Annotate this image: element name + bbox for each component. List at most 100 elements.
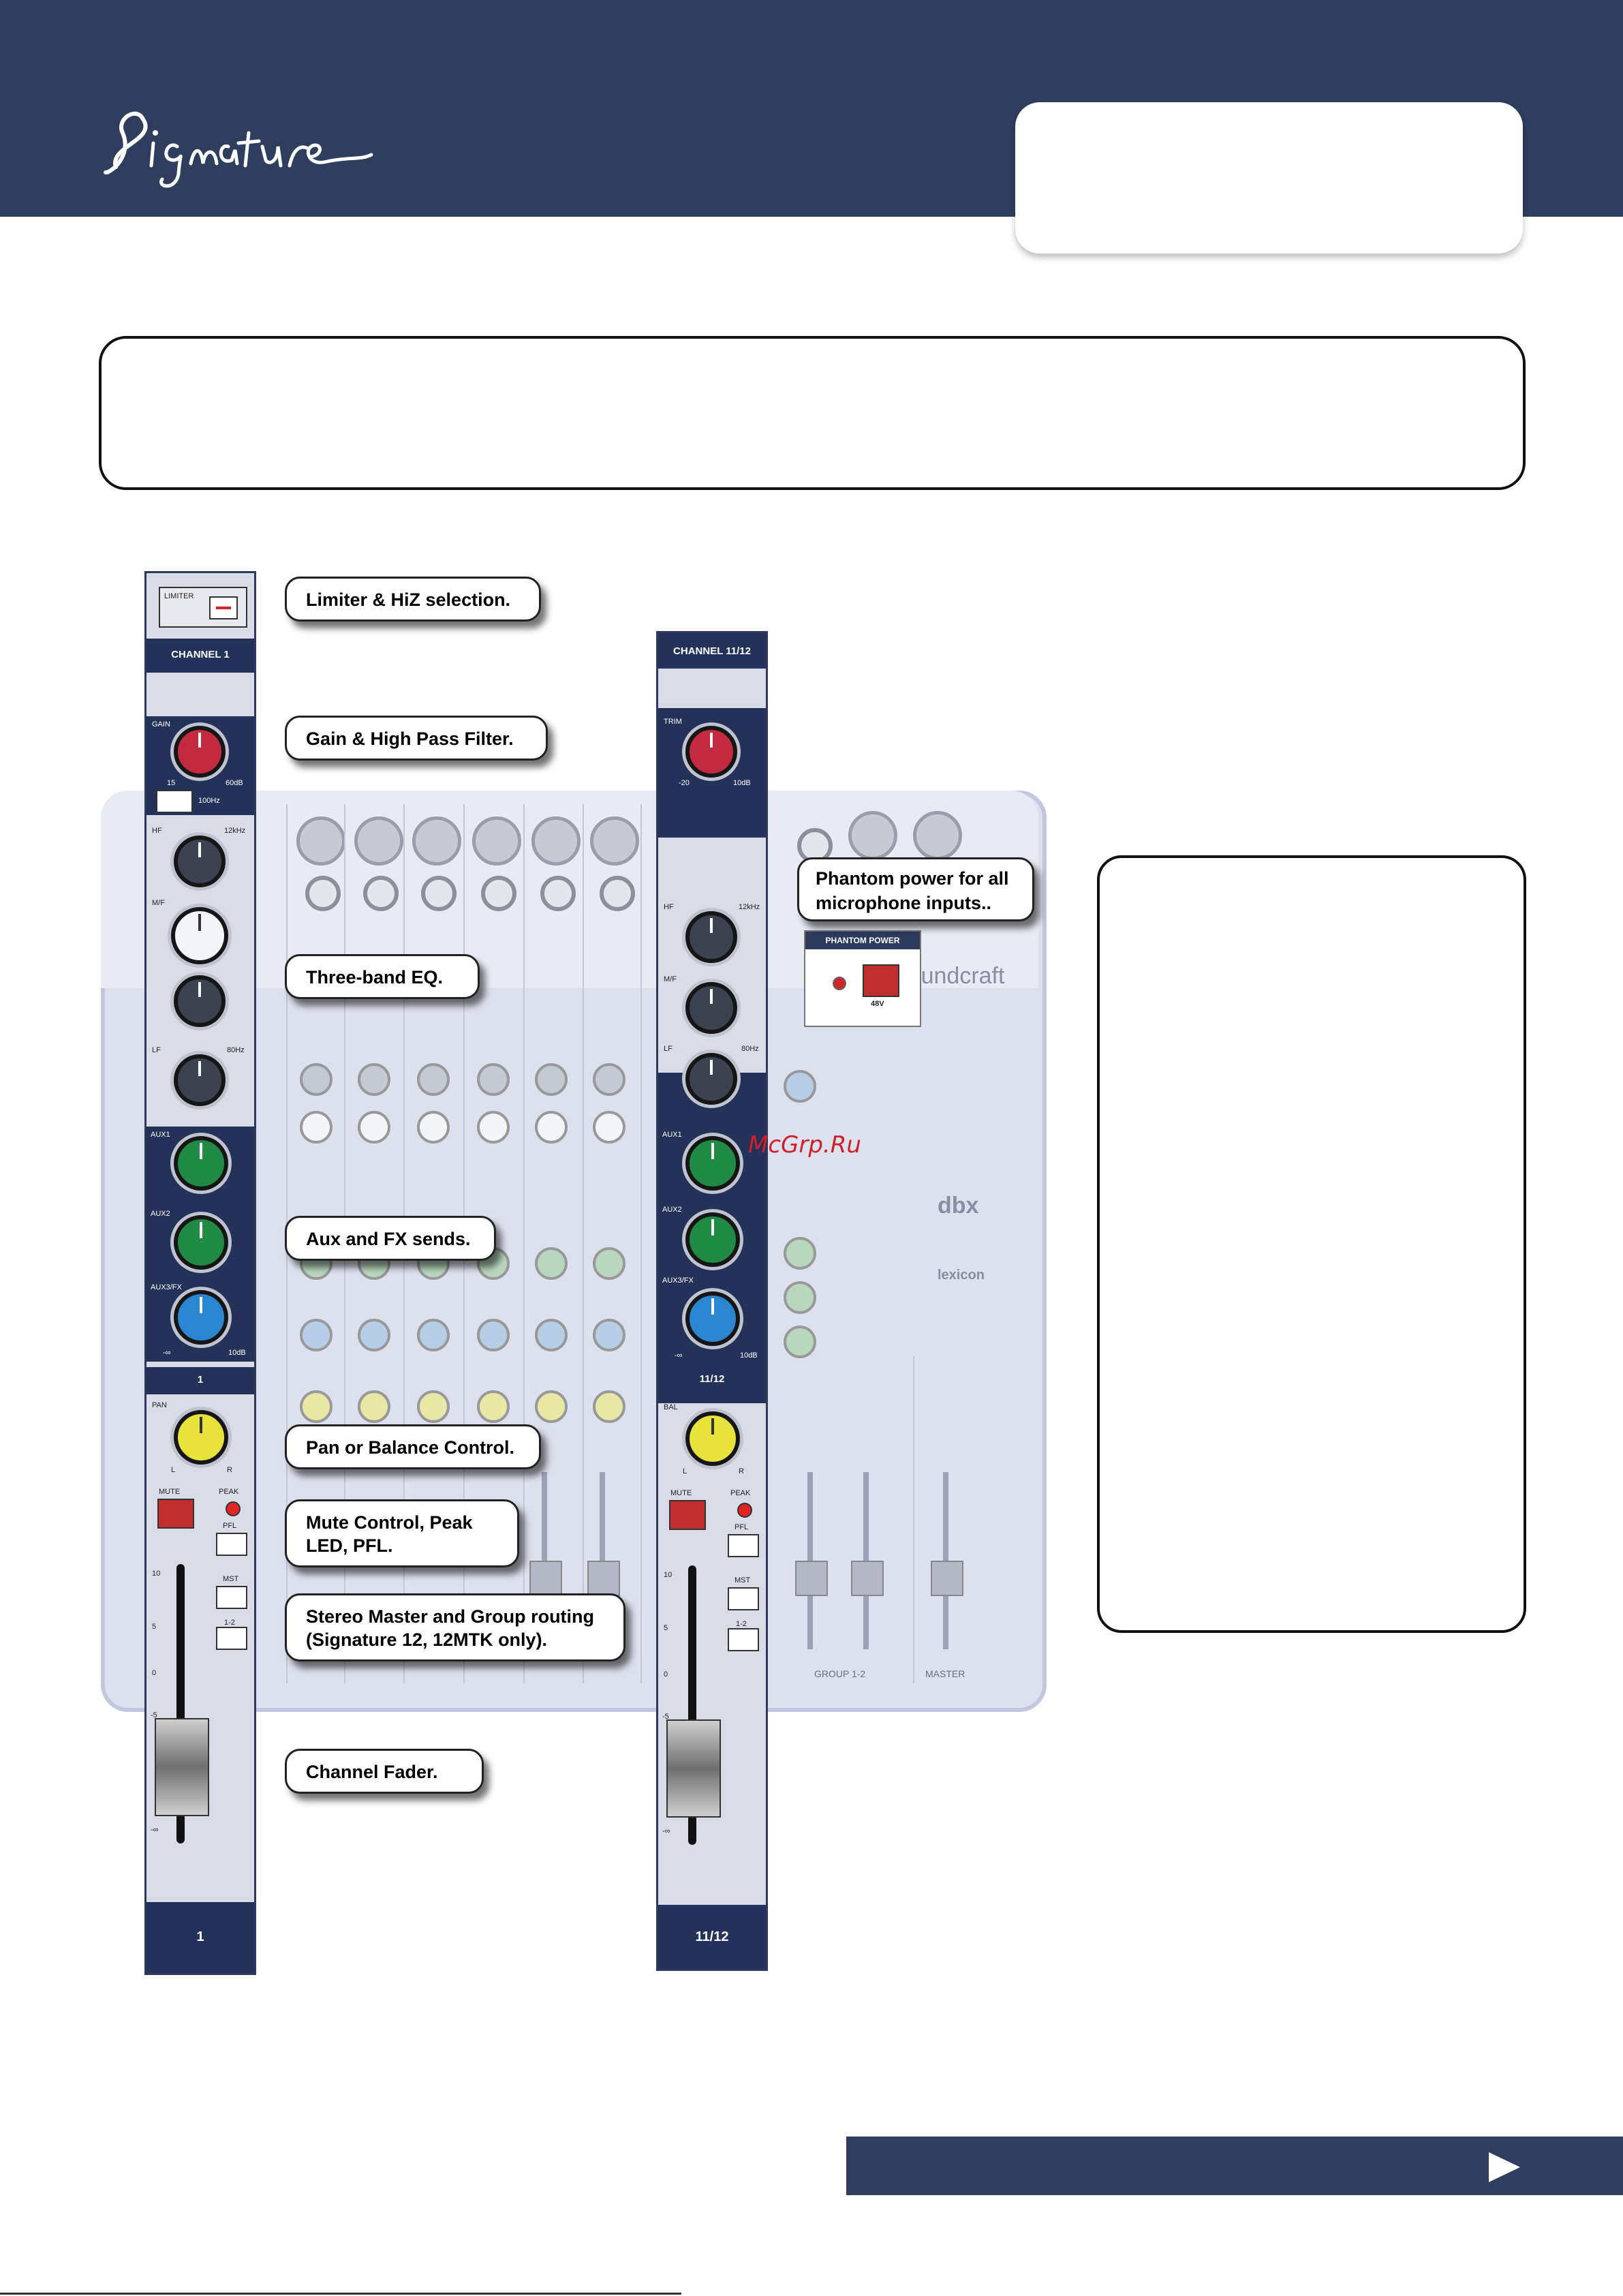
xlr-input-icon bbox=[472, 816, 521, 866]
bal-r-label: R bbox=[739, 1467, 744, 1475]
hf-label: HF bbox=[664, 903, 674, 911]
channel-1-header-label: CHANNEL 1 bbox=[171, 649, 230, 660]
mf-label: M/F bbox=[152, 899, 165, 907]
channel-11-12-header: CHANNEL 11/12 bbox=[658, 633, 766, 669]
mixer-knob bbox=[784, 1237, 816, 1270]
gain-label: GAIN bbox=[152, 720, 170, 729]
aux1-label: AUX1 bbox=[151, 1131, 170, 1139]
mf-eq-knob[interactable] bbox=[685, 982, 737, 1034]
aux2-knob[interactable] bbox=[174, 1215, 228, 1270]
mixer-group-label: GROUP 1-2 bbox=[814, 1668, 866, 1679]
pan-knob[interactable] bbox=[174, 1410, 228, 1465]
mixer-knob bbox=[300, 1390, 333, 1423]
phantom-48v-label: 48V bbox=[871, 1000, 884, 1008]
aux1-knob[interactable] bbox=[174, 1136, 228, 1191]
mute-label: MUTE bbox=[670, 1489, 692, 1497]
hf-freq-label: 12kHz bbox=[224, 827, 246, 835]
trim-max-label: 10dB bbox=[733, 779, 751, 787]
mixer-knob bbox=[593, 1111, 625, 1144]
aux2-knob[interactable] bbox=[685, 1212, 740, 1267]
aux3-fx-knob[interactable] bbox=[685, 1291, 740, 1346]
xlr-input-icon bbox=[848, 811, 897, 860]
phantom-48v-button[interactable] bbox=[863, 964, 899, 997]
pan-label: PAN bbox=[152, 1401, 167, 1409]
mixer-knob bbox=[535, 1063, 568, 1096]
aux3-fx-knob[interactable] bbox=[174, 1290, 228, 1345]
trim-label: TRIM bbox=[664, 718, 682, 726]
column-divider bbox=[640, 804, 642, 1683]
callout-phantom: Phantom power for all microphone inputs.… bbox=[797, 857, 1034, 921]
callout-aux: Aux and FX sends. bbox=[285, 1216, 496, 1261]
group-1-2-routing-button[interactable] bbox=[216, 1627, 247, 1650]
callout-fader: Channel Fader. bbox=[285, 1749, 484, 1794]
next-page-arrow-icon[interactable] bbox=[1489, 2152, 1520, 2182]
channel-fader-cap[interactable] bbox=[155, 1718, 209, 1816]
mixer-knob bbox=[300, 1111, 333, 1144]
limiter-switch[interactable]: LIMITER bbox=[159, 587, 247, 628]
jack-input-icon bbox=[305, 876, 341, 911]
phantom-power-panel: PHANTOM POWER 48V bbox=[804, 930, 921, 1027]
mixer-knob bbox=[593, 1390, 625, 1423]
mixer-fader-cap bbox=[851, 1561, 884, 1596]
jack-input-icon bbox=[540, 876, 576, 911]
xlr-input-icon bbox=[590, 816, 639, 866]
mute-button[interactable] bbox=[669, 1500, 706, 1530]
mf-freq-knob[interactable] bbox=[171, 907, 228, 964]
channel-1-number: 1 bbox=[197, 1374, 204, 1386]
mixer-knob bbox=[300, 1063, 333, 1096]
pfl-button[interactable] bbox=[728, 1534, 759, 1557]
group-1-2-label: 1-2 bbox=[224, 1619, 235, 1627]
gain-min-label: 15 bbox=[167, 779, 176, 787]
gain-knob[interactable] bbox=[174, 726, 226, 778]
intro-box bbox=[99, 336, 1526, 490]
mixer-knob bbox=[358, 1063, 390, 1096]
hpf-button[interactable] bbox=[156, 790, 193, 813]
mixer-knob bbox=[535, 1319, 568, 1351]
mst-routing-button[interactable] bbox=[216, 1586, 247, 1609]
xlr-input-icon bbox=[412, 816, 461, 866]
aux1-knob[interactable] bbox=[685, 1136, 740, 1191]
mst-label: MST bbox=[223, 1575, 239, 1583]
mst-routing-button[interactable] bbox=[728, 1587, 759, 1610]
channel-fader-cap[interactable] bbox=[666, 1719, 721, 1818]
mixer-knob bbox=[535, 1111, 568, 1144]
callout-eq: Three-band EQ. bbox=[285, 954, 480, 999]
mixer-knob bbox=[358, 1390, 390, 1423]
mf-gain-knob[interactable] bbox=[174, 975, 226, 1027]
channel-1-footer: 1 bbox=[146, 1902, 254, 1973]
limiter-led-button[interactable] bbox=[209, 596, 238, 619]
aux-max-label: 10dB bbox=[228, 1349, 246, 1357]
pfl-label: PFL bbox=[223, 1522, 237, 1530]
balance-knob[interactable] bbox=[685, 1411, 740, 1466]
callout-mute: Mute Control, Peak LED, PFL. bbox=[285, 1499, 519, 1567]
pfl-button[interactable] bbox=[216, 1533, 247, 1556]
mixer-knob bbox=[593, 1319, 625, 1351]
channel-1-strip: LIMITER CHANNEL 1 GAIN 15 60dB 100Hz HF … bbox=[144, 571, 256, 1975]
fader-scale-0: 0 bbox=[152, 1669, 157, 1677]
group-1-2-routing-button[interactable] bbox=[728, 1628, 759, 1651]
channel-1-footer-label: 1 bbox=[196, 1929, 204, 1944]
callout-routing: Stereo Master and Group routing (Signatu… bbox=[285, 1593, 625, 1662]
gain-section: GAIN 15 60dB 100Hz bbox=[146, 716, 254, 815]
mixer-knob bbox=[593, 1247, 625, 1280]
trim-knob[interactable] bbox=[685, 726, 737, 778]
lf-eq-knob[interactable] bbox=[685, 1053, 737, 1105]
mixer-knob bbox=[358, 1111, 390, 1144]
mixer-knob bbox=[535, 1247, 568, 1280]
channel-11-12-footer-label: 11/12 bbox=[695, 1929, 729, 1944]
aux-min-label: -∞ bbox=[675, 1351, 683, 1360]
mixer-knob bbox=[417, 1063, 450, 1096]
watermark-text: McGrp.Ru bbox=[748, 1131, 861, 1159]
mute-button[interactable] bbox=[157, 1499, 194, 1529]
lf-eq-knob[interactable] bbox=[174, 1054, 226, 1106]
mixer-fader-cap bbox=[529, 1561, 562, 1596]
xlr-input-icon bbox=[296, 816, 345, 866]
pan-l-label: L bbox=[171, 1466, 176, 1474]
channel-11-12-number: 11/12 bbox=[699, 1373, 725, 1385]
hf-eq-knob[interactable] bbox=[685, 911, 737, 963]
mf-label: M/F bbox=[664, 975, 677, 983]
mixer-knob bbox=[417, 1319, 450, 1351]
hf-eq-knob[interactable] bbox=[174, 836, 226, 887]
hf-label: HF bbox=[152, 827, 162, 835]
callout-limiter: Limiter & HiZ selection. bbox=[285, 577, 541, 622]
